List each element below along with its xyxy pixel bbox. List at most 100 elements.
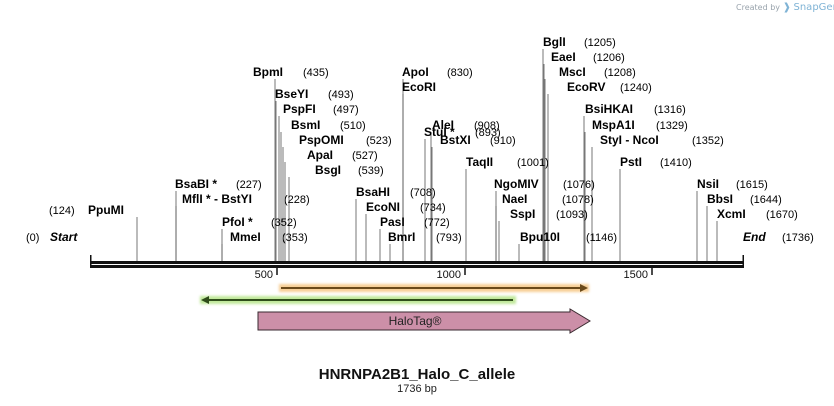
site-7[interactable]: PspFI(497): [283, 102, 359, 116]
site-29[interactable]: EcoRV(1240): [567, 80, 652, 94]
site-28[interactable]: MscI(1208): [559, 65, 636, 79]
site-name: BmrI: [388, 230, 415, 244]
site-leader-lines: [136, 49, 718, 261]
feature-orange-arrow[interactable]: [279, 284, 589, 292]
site-8[interactable]: BsmI(510): [291, 118, 366, 132]
map-title: HNRNPA2B1_Halo_C_allele: [318, 366, 516, 383]
site-name: SspI: [510, 207, 535, 221]
site-name: MspA1I: [592, 118, 635, 132]
site-position: (523): [366, 135, 392, 147]
site-35[interactable]: BbsI (1644): [707, 192, 782, 206]
site-position: (734): [420, 202, 446, 214]
site-17[interactable]: EcoRI: [402, 80, 436, 94]
site-position: (908): [474, 120, 500, 132]
site-position: (527): [352, 150, 378, 162]
site-name: NgoMIV: [494, 177, 539, 191]
site-name: NsiI: [697, 177, 719, 191]
site-25[interactable]: Bpu10I(1146): [520, 230, 617, 244]
site-24[interactable]: SspI (1093): [510, 207, 588, 221]
backbone-strand-top: [90, 261, 744, 264]
site-16[interactable]: ApoI(830): [402, 65, 473, 79]
start-position: (0): [26, 232, 39, 244]
site-name: PspOMI: [299, 133, 344, 147]
site-name: MflI * - BstYI: [182, 192, 252, 206]
site-30[interactable]: BsiHKAI(1316): [585, 102, 686, 116]
site-14[interactable]: PasI(772): [380, 215, 450, 229]
feature-halotag[interactable]: HaloTag®: [257, 308, 591, 334]
site-36[interactable]: XcmI (1670): [717, 207, 798, 221]
site-position: (1093): [556, 209, 588, 221]
site-10[interactable]: ApaI (527): [307, 148, 378, 162]
site-position: (1208): [604, 67, 636, 79]
site-34[interactable]: NsiI(1615): [697, 177, 768, 191]
site-3[interactable]: PfoI *(352): [222, 215, 297, 229]
site-name: NaeI: [502, 192, 527, 206]
site-position: (539): [358, 165, 384, 177]
site-20[interactable]: BstXI (910): [440, 133, 516, 147]
site-name: BbsI: [707, 192, 733, 206]
site-name: ApaI: [307, 148, 333, 162]
site-name: TaqII: [466, 155, 493, 169]
site-4[interactable]: MmeI(353): [230, 230, 308, 244]
site-5[interactable]: BpmI(435): [253, 65, 329, 79]
site-23[interactable]: NaeI(1078): [502, 192, 594, 206]
site-0[interactable]: PpuMI(124): [49, 203, 124, 217]
site-position: (910): [490, 135, 516, 147]
feature-green-arrow[interactable]: [200, 296, 516, 304]
site-position: (227): [236, 179, 262, 191]
site-21[interactable]: TaqII (1001): [466, 155, 549, 169]
site-11[interactable]: BsgI (539): [315, 163, 384, 177]
site-32[interactable]: StyI - NcoI (1352): [600, 133, 724, 147]
backbone-strand-bottom: [90, 265, 744, 268]
backbone-right-end: [742, 255, 744, 268]
map-length: 1736 bp: [397, 383, 437, 395]
site-position: (1410): [660, 157, 692, 169]
site-name: PasI: [380, 215, 405, 229]
site-position: (793): [436, 232, 462, 244]
site-1[interactable]: BsaBI * (227): [175, 177, 262, 191]
credit-prefix: Created by: [736, 3, 781, 12]
ruler-label-1000: 1000: [437, 269, 461, 281]
site-name: EcoRI: [402, 80, 436, 94]
site-position: (124): [49, 205, 75, 217]
ruler: 500 1000 1500: [255, 268, 653, 281]
site-33[interactable]: PstI(1410): [620, 155, 692, 169]
site-name: XcmI: [717, 207, 746, 221]
site-name: BsgI: [315, 163, 341, 177]
site-position: (708): [410, 187, 436, 199]
site-2[interactable]: MflI * - BstYI(228): [182, 192, 310, 206]
site-position: (435): [303, 67, 329, 79]
site-position: (1352): [692, 135, 724, 147]
site-26[interactable]: BglI(1205): [543, 35, 616, 49]
site-22[interactable]: NgoMIV(1076): [494, 177, 595, 191]
end-position: (1736): [782, 232, 814, 244]
site-name: BstXI: [440, 133, 471, 147]
site-position: (1205): [584, 37, 616, 49]
site-31[interactable]: MspA1I(1329): [592, 118, 688, 132]
site-6[interactable]: BseYI(493): [275, 87, 354, 101]
site-position: (1644): [750, 194, 782, 206]
site-12[interactable]: BsaHI(708): [356, 185, 436, 199]
credit-brand: SnapGene: [793, 2, 834, 13]
site-name: AleI: [432, 118, 454, 132]
site-position: (493): [328, 89, 354, 101]
site-name: BsaBI *: [175, 177, 217, 191]
site-name: MmeI: [230, 230, 261, 244]
site-15[interactable]: BmrI (793): [388, 230, 462, 244]
site-name: StyI - NcoI: [600, 133, 659, 147]
site-9[interactable]: PspOMI (523): [299, 133, 392, 147]
restriction-sites: PpuMI(124) BsaBI * (227)MflI * - BstYI(228…: [49, 35, 798, 244]
site-position: (1206): [593, 52, 625, 64]
site-name: EcoNI: [366, 200, 400, 214]
site-position: (1001): [517, 157, 549, 169]
snapgene-credit: Created by ❱ SnapGene: [736, 2, 834, 13]
site-position: (510): [340, 120, 366, 132]
site-19[interactable]: AleI (908): [432, 118, 500, 132]
start-label: Start: [50, 230, 78, 244]
site-13[interactable]: EcoNI (734): [366, 200, 446, 214]
halotag-label: HaloTag®: [389, 314, 442, 328]
site-18[interactable]: StuI *(893): [424, 125, 501, 139]
site-position: (1670): [766, 209, 798, 221]
site-27[interactable]: EaeI(1206): [551, 50, 625, 64]
site-name: ApoI: [402, 65, 429, 79]
